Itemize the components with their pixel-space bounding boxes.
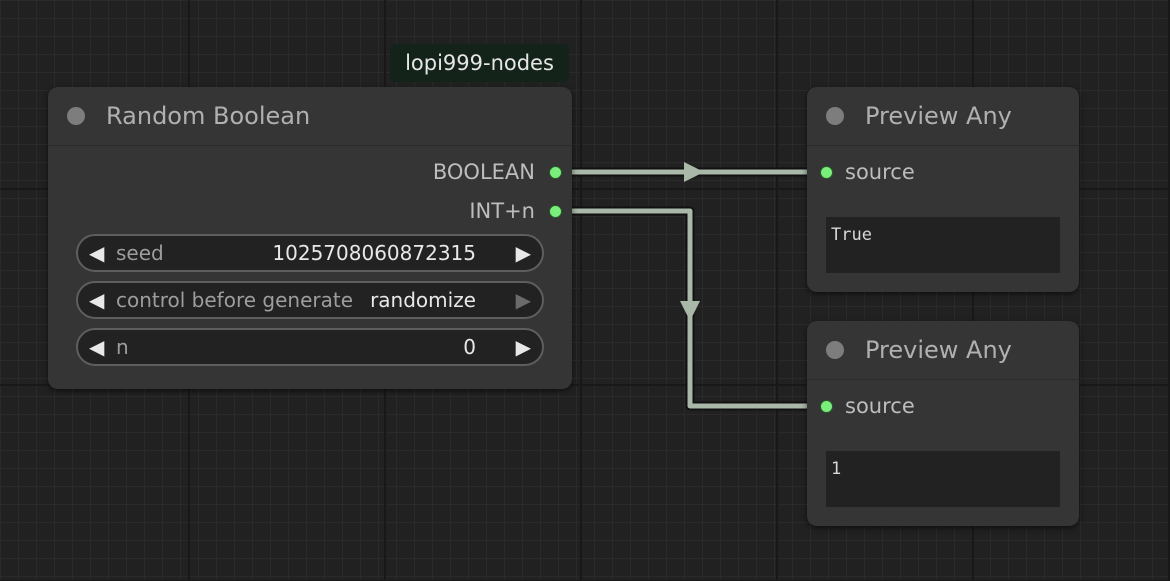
node-collapse-dot[interactable] xyxy=(67,107,85,125)
input-label-source: source xyxy=(845,394,915,418)
output-socket-boolean[interactable] xyxy=(549,166,562,179)
node-title: Preview Any xyxy=(865,336,1012,364)
node-header[interactable]: Preview Any xyxy=(807,87,1079,146)
node-group-badge: lopi999-nodes xyxy=(390,44,569,82)
node-title: Preview Any xyxy=(865,102,1012,130)
widget-value[interactable]: 0 xyxy=(463,335,476,359)
widget-label: n xyxy=(116,335,129,359)
node-header[interactable]: Preview Any xyxy=(807,321,1079,380)
output-label-boolean: BOOLEAN xyxy=(432,160,535,184)
input-socket-source[interactable] xyxy=(820,166,833,179)
next-option-arrow-icon[interactable]: ▶ xyxy=(515,288,531,312)
input-socket-source[interactable] xyxy=(820,400,833,413)
seed-widget[interactable]: ◀ seed 1025708060872315 ▶ xyxy=(76,234,544,272)
previous-option-arrow-icon[interactable]: ◀ xyxy=(89,288,105,312)
output-label-int: INT+n xyxy=(469,199,535,223)
increment-arrow-icon[interactable]: ▶ xyxy=(515,241,531,265)
preview-any-node-bottom[interactable]: Preview Any source 1 xyxy=(807,321,1079,526)
control-before-generate-widget[interactable]: ◀ control before generate randomize ▶ xyxy=(76,281,544,319)
widget-value[interactable]: 1025708060872315 xyxy=(272,241,476,265)
link-boolean-to-preview-top xyxy=(555,162,826,182)
widget-value[interactable]: randomize xyxy=(370,288,476,312)
decrement-arrow-icon[interactable]: ◀ xyxy=(89,335,105,359)
increment-arrow-icon[interactable]: ▶ xyxy=(515,335,531,359)
node-collapse-dot[interactable] xyxy=(826,107,844,125)
node-title: Random Boolean xyxy=(106,102,311,130)
node-collapse-dot[interactable] xyxy=(826,341,844,359)
random-boolean-node[interactable]: Random Boolean BOOLEAN INT+n ◀ seed 1025… xyxy=(48,87,572,389)
preview-any-node-top[interactable]: Preview Any source True xyxy=(807,87,1079,292)
link-direction-arrow xyxy=(680,301,700,321)
n-widget[interactable]: ◀ n 0 ▶ xyxy=(76,328,544,366)
widget-label: seed xyxy=(116,241,164,265)
link-int-to-preview-bottom xyxy=(555,206,826,411)
preview-output-text: True xyxy=(826,217,1060,273)
input-label-source: source xyxy=(845,160,915,184)
output-socket-int[interactable] xyxy=(549,205,562,218)
node-header[interactable]: Random Boolean xyxy=(48,87,572,146)
preview-output-text: 1 xyxy=(826,451,1060,507)
widget-label: control before generate xyxy=(116,288,354,312)
decrement-arrow-icon[interactable]: ◀ xyxy=(89,241,105,265)
link-direction-arrow xyxy=(684,162,704,182)
